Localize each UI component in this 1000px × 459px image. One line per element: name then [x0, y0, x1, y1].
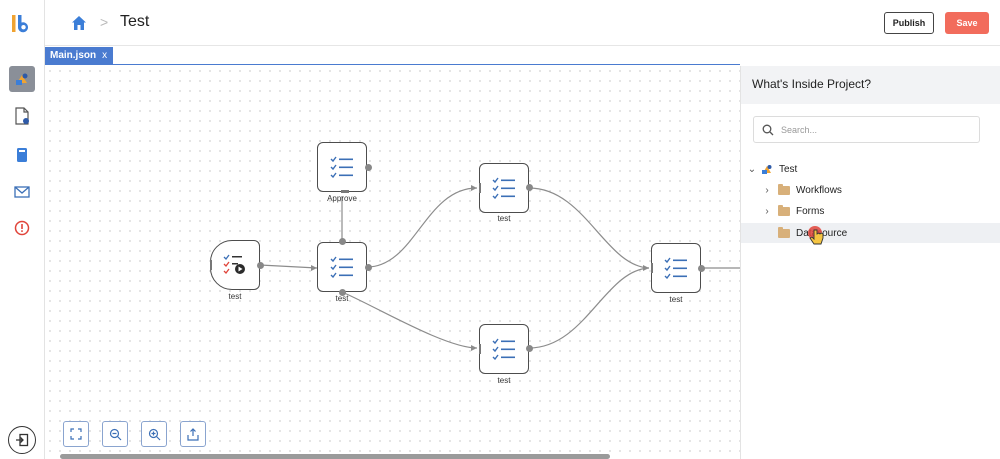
search-box[interactable] — [753, 116, 980, 143]
publish-button[interactable]: Publish — [884, 12, 934, 34]
edge-layer — [259, 185, 740, 351]
exit-button[interactable] — [8, 426, 36, 454]
output-port[interactable] — [526, 184, 533, 191]
mail-icon — [14, 186, 30, 198]
home-icon[interactable] — [70, 14, 88, 32]
output-port[interactable] — [365, 164, 372, 171]
fit-view-icon — [70, 428, 82, 440]
tree-item-label: Test — [779, 163, 798, 175]
chevron-right-icon[interactable]: › — [765, 205, 769, 217]
edge-n4-n6 — [528, 187, 650, 269]
output-port[interactable] — [698, 265, 705, 272]
storage-button[interactable] — [9, 142, 35, 168]
edge-n3-n5 — [341, 291, 478, 349]
search-icon — [762, 124, 774, 135]
tree-item-datasource[interactable]: Datasource — [741, 223, 1000, 243]
tab-main-json[interactable]: Main.json x — [45, 47, 114, 65]
edge-n3-n4 — [366, 187, 478, 268]
tree-item-project[interactable]: ⌄ Test — [741, 159, 1000, 179]
zoom-in-icon — [148, 428, 160, 440]
input-port[interactable] — [479, 183, 481, 193]
workflow-canvas[interactable]: test Approve test — [45, 66, 740, 459]
input-port[interactable] — [341, 190, 349, 193]
workflow-node-approve[interactable] — [317, 142, 367, 192]
folder-icon — [778, 204, 790, 216]
workflow-node-center[interactable] — [317, 242, 367, 292]
canvas-toolbar — [63, 421, 206, 447]
project-icon — [762, 165, 772, 174]
workflow-node-start[interactable] — [210, 240, 260, 290]
checklist-icon — [330, 156, 353, 178]
mail-button[interactable] — [9, 179, 35, 205]
checklist-icon — [492, 338, 515, 360]
checklist-icon — [492, 177, 515, 199]
tab-close-icon[interactable]: x — [102, 50, 108, 61]
file-tab-bar: Main.json x — [45, 47, 740, 65]
workflow-node-lower[interactable] — [479, 324, 529, 374]
tree-item-workflows[interactable]: › Workflows — [741, 180, 1000, 200]
input-port[interactable] — [210, 260, 212, 270]
tree-item-forms[interactable]: › Forms — [741, 201, 1000, 221]
top-header: > Test Publish Save — [45, 0, 1000, 46]
left-rail — [0, 0, 45, 459]
chevron-right-icon[interactable]: › — [765, 184, 769, 196]
edge-n5-n6 — [528, 267, 650, 349]
tree-item-label: Forms — [796, 205, 825, 217]
zoom-in-button[interactable] — [141, 421, 167, 447]
search-input[interactable] — [781, 124, 961, 135]
output-port[interactable] — [365, 264, 372, 271]
workflow-designer-icon — [16, 73, 28, 85]
input-port[interactable] — [651, 263, 653, 273]
node-label: test — [497, 214, 511, 223]
workflow-node-end[interactable] — [651, 243, 701, 293]
horizontal-scrollbar[interactable] — [60, 454, 610, 459]
output-port[interactable] — [257, 262, 264, 269]
node-label: Approve — [327, 194, 357, 203]
edge-n1-n3 — [259, 264, 318, 269]
node-label: test — [669, 295, 683, 304]
fit-view-button[interactable] — [63, 421, 89, 447]
input-port[interactable] — [479, 344, 481, 354]
output-port[interactable] — [526, 345, 533, 352]
folder-icon — [778, 183, 790, 195]
checklist-play-icon — [223, 254, 245, 274]
bottom-port[interactable] — [339, 289, 346, 296]
document-settings-icon — [15, 107, 29, 125]
hand-cursor-icon — [808, 226, 824, 245]
project-explorer-panel: What's Inside Project? ⌄ Test › Workflow… — [740, 66, 1000, 459]
document-settings-button[interactable] — [9, 103, 35, 129]
export-button[interactable] — [180, 421, 206, 447]
node-label: test — [228, 292, 242, 301]
storage-icon — [17, 148, 27, 162]
zoom-out-button[interactable] — [102, 421, 128, 447]
alert-icon — [14, 220, 30, 236]
chevron-down-icon[interactable]: ⌄ — [747, 163, 757, 175]
page-title: Test — [120, 13, 150, 30]
exit-icon — [16, 433, 29, 447]
node-label: test — [335, 294, 349, 303]
workflow-node-upper[interactable] — [479, 163, 529, 213]
export-icon — [187, 427, 199, 441]
alert-button[interactable] — [9, 215, 35, 241]
tree-item-label: Workflows — [796, 184, 842, 196]
breadcrumb-separator: > — [100, 14, 109, 30]
panel-title: What's Inside Project? — [741, 66, 1000, 104]
tab-label: Main.json — [50, 50, 97, 61]
zoom-out-icon — [109, 428, 121, 440]
workflow-designer-button[interactable] — [9, 66, 35, 92]
folder-icon — [778, 226, 790, 238]
node-label: test — [497, 376, 511, 385]
top-port[interactable] — [339, 238, 346, 245]
save-button[interactable]: Save — [945, 12, 989, 34]
checklist-icon — [330, 256, 353, 278]
checklist-icon — [664, 257, 687, 279]
app-logo — [12, 15, 28, 33]
